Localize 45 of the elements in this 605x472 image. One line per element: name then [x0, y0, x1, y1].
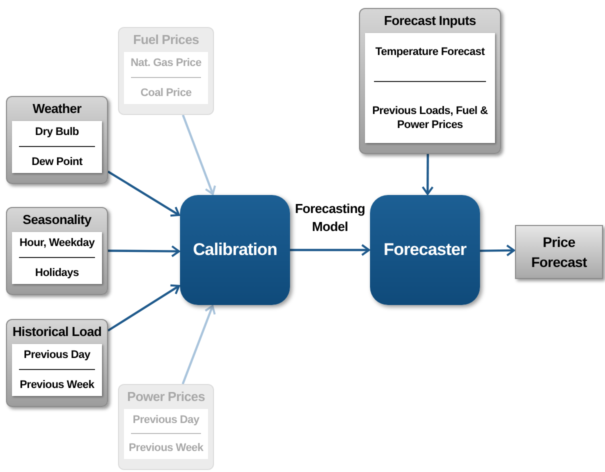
item-card — [124, 52, 208, 104]
input-group-box — [118, 384, 214, 470]
item-text: Dew Point — [32, 154, 82, 169]
arrow — [107, 170, 180, 217]
output-title: Price Forecast — [530, 233, 588, 272]
item-text: Previous Day — [24, 348, 90, 362]
input-group-box — [6, 319, 108, 407]
arrow — [108, 245, 180, 258]
item-text: Holidays — [35, 266, 79, 280]
group-title: Power Prices — [126, 388, 206, 406]
process-box — [180, 195, 290, 305]
arrow — [182, 305, 216, 384]
item-card — [124, 409, 208, 459]
group-title: Historical Load — [11, 323, 103, 341]
process-box — [370, 195, 480, 305]
item-card — [12, 232, 102, 284]
group-title: Fuel Prices — [132, 31, 200, 49]
process-title: Calibration — [192, 239, 278, 262]
item-text: Nat. Gas Price — [130, 56, 202, 70]
item-text: Previous Week — [20, 378, 94, 392]
item-card — [12, 344, 102, 396]
item-card — [12, 121, 102, 173]
arrow — [290, 244, 370, 256]
arrow — [182, 114, 216, 195]
arrow — [107, 284, 180, 332]
edge-label: Forecasting Model — [294, 200, 366, 236]
item-card — [365, 33, 495, 143]
arrow — [480, 244, 515, 256]
item-text: Coal Price — [140, 86, 192, 100]
item-text: Previous Day — [132, 412, 200, 427]
input-group-box — [6, 207, 108, 295]
group-title: Seasonality — [22, 211, 92, 229]
item-text: Hour, Weekday — [19, 236, 95, 250]
arrow — [422, 154, 434, 195]
item-text: Previous Week — [128, 441, 204, 456]
input-group-box — [6, 96, 108, 184]
group-title: Forecast Inputs — [383, 12, 477, 30]
process-title: Forecaster — [384, 239, 466, 262]
output-box — [515, 225, 603, 279]
item-text: Previous Loads, Fuel & Power Prices — [371, 104, 489, 132]
input-group-box — [118, 27, 214, 115]
item-text: Dry Bulb — [35, 125, 79, 140]
item-text: Temperature Forecast — [375, 44, 485, 58]
input-group-box — [359, 8, 501, 154]
group-title: Weather — [32, 100, 82, 118]
